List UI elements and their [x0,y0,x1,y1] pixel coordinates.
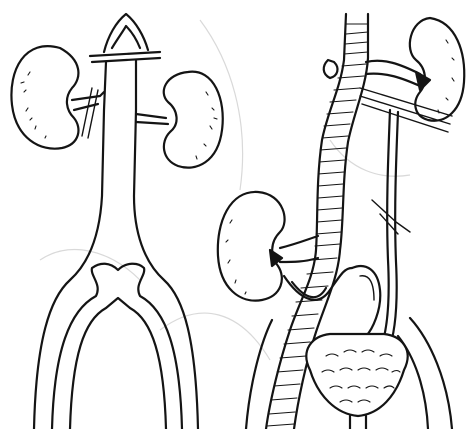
right-panel-renal-vessel [366,61,420,74]
right-panel-iliac-right-outer [410,318,452,429]
right-panel [218,14,464,429]
left-panel-vessel-top [104,14,148,52]
right-panel-small-vessel-b [360,276,374,300]
left-panel-vessel-top-inner [112,26,140,48]
left-panel [11,14,222,429]
left-panel-renal-vessel-right [136,114,166,118]
right-panel-clamp-left [324,60,338,78]
left-panel-kidney-right [164,72,223,168]
left-panel-clamp [90,52,160,62]
left-panel-bifurcation-inner [70,298,166,429]
right-panel-kidney-transplanted [218,192,285,301]
background-ghost-lines [40,20,410,360]
left-panel-renal-vessel-left [72,92,104,100]
right-panel-graft-vein [280,258,318,262]
right-panel-branch [372,200,410,234]
right-panel-bladder [306,334,407,416]
right-panel-graft-artery [280,236,318,248]
right-panel-ureter [380,110,390,350]
left-panel-renal-vessel-right-2 [136,122,168,124]
right-panel-urethra [350,416,366,429]
left-panel-kidney-left [11,46,78,149]
right-panel-renal-vessel-2 [366,74,420,86]
